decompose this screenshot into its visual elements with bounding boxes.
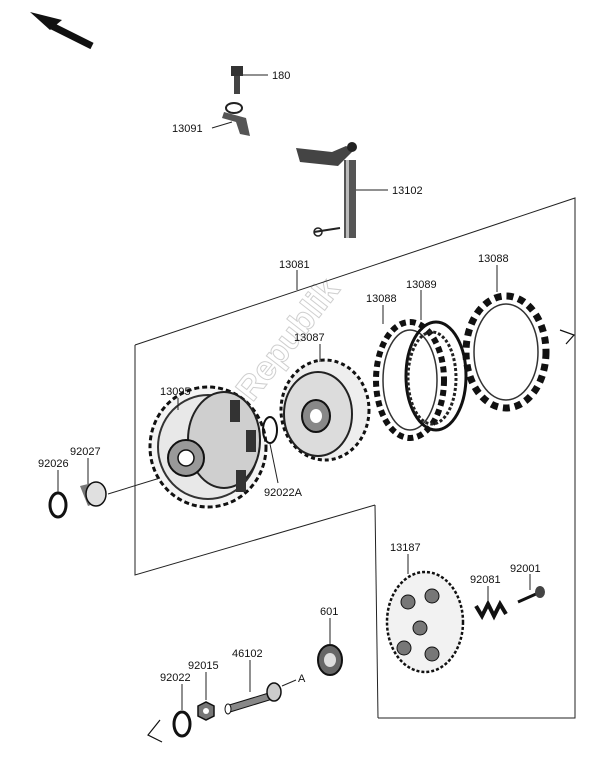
label-46102: 46102 xyxy=(232,648,263,660)
label-13102: 13102 xyxy=(392,185,423,197)
thrust-washer-92022A xyxy=(262,416,279,484)
washer-92026 xyxy=(48,470,68,519)
washer-92022 xyxy=(147,684,192,743)
label-92001: 92001 xyxy=(510,563,541,575)
steel-plate-13089 xyxy=(404,290,468,432)
clutch-hub-13087 xyxy=(279,344,371,462)
friction-plate-13088-front xyxy=(373,305,447,441)
label-13091: 13091 xyxy=(172,123,203,135)
release-shaft-13102 xyxy=(296,142,388,238)
label-13088-front: 13088 xyxy=(366,293,397,305)
label-13087: 13087 xyxy=(294,332,325,344)
label-92022: 92022 xyxy=(160,672,191,684)
bolt-180 xyxy=(231,66,268,94)
label-13081: 13081 xyxy=(279,259,310,271)
bolt-92001 xyxy=(517,574,545,604)
push-rod-46102 xyxy=(224,660,297,715)
label-13187: 13187 xyxy=(390,542,421,554)
label-92026: 92026 xyxy=(38,458,69,470)
label-180: 180 xyxy=(272,70,290,82)
label-92027: 92027 xyxy=(70,446,101,458)
label-92015: 92015 xyxy=(188,660,219,672)
pressure-plate-13187 xyxy=(385,554,465,674)
collar-92027 xyxy=(80,458,161,507)
spring-92081 xyxy=(474,586,508,621)
label-601: 601 xyxy=(320,606,338,618)
label-ref-A: A xyxy=(298,673,306,685)
part-labels: 180 13091 13102 13081 13088 13089 13088 … xyxy=(38,70,541,685)
label-13089: 13089 xyxy=(406,279,437,291)
friction-plate-13088-rear xyxy=(462,265,576,412)
label-13095: 13095 xyxy=(160,386,191,398)
nut-92015 xyxy=(197,672,215,721)
label-92081: 92081 xyxy=(470,574,501,586)
label-92022A: 92022A xyxy=(264,487,303,499)
assembly-frame xyxy=(134,197,576,719)
direction-arrow xyxy=(30,12,94,50)
clutch-housing-13095 xyxy=(148,385,268,509)
bearing-601 xyxy=(317,618,343,676)
label-13088-rear: 13088 xyxy=(478,253,509,265)
clamp-13091 xyxy=(211,102,250,136)
